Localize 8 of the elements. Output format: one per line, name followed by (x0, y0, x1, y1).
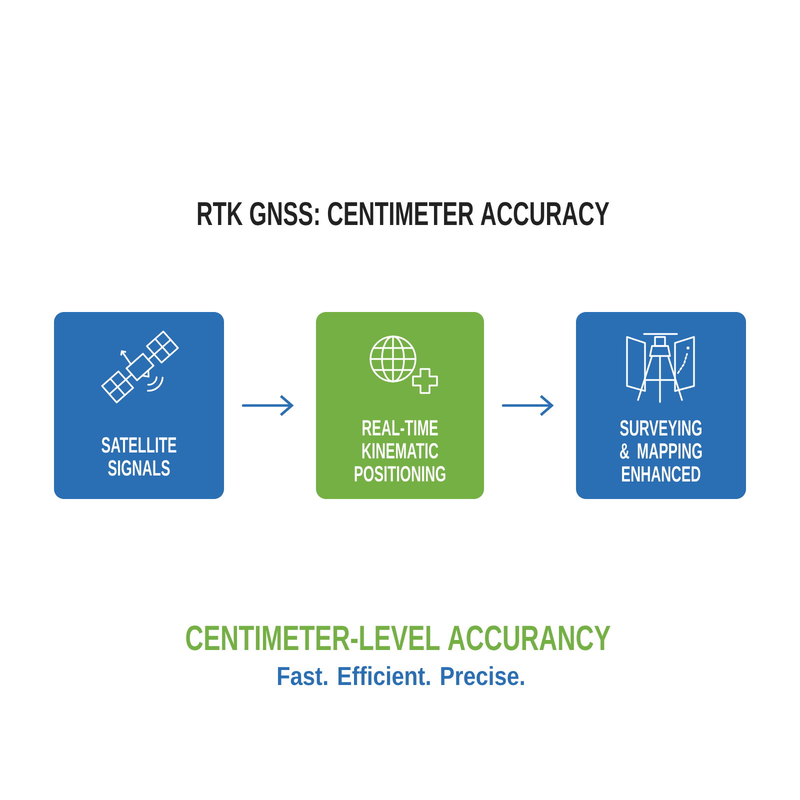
process-box: REAL-TIME KINEMATIC POSITIONING (316, 312, 484, 499)
title: RTK GNSS: CENTIMETER ACCURACY (198, 202, 610, 226)
arrow (502, 395, 554, 416)
slogan-heading: CENTIMETER-LEVEL ACCURANCY (186, 626, 610, 650)
process-box: SATELLITE SIGNALS (54, 312, 224, 499)
arrow (242, 395, 294, 416)
tagline: Fast. Efficient. Precise. (278, 666, 524, 686)
process-box: SURVEYING & MAPPING ENHANCED (576, 312, 746, 499)
